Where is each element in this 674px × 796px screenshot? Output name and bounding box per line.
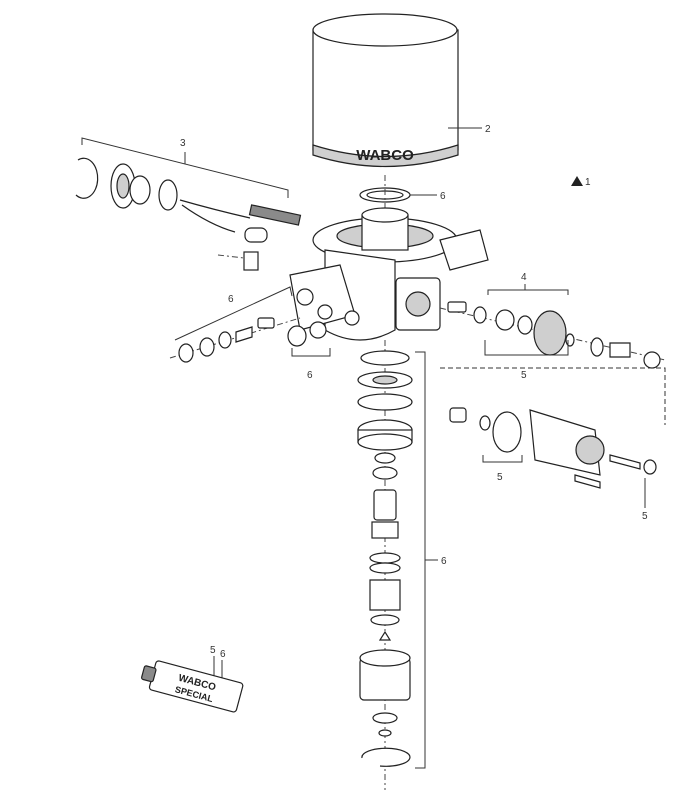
label-repair-kit-mid: 5 [497,472,503,483]
label-valve-kit: 4 [521,272,527,283]
small-spring-kit [287,321,327,347]
label-left-small: 6 [307,370,313,381]
label-repair-kit-bottom: 5 [642,511,648,522]
cartridge-brand: WABCO [356,147,414,164]
label-tube-5: 5 [210,645,216,656]
label-marker: 1 [585,177,591,188]
label-heater-kit: 3 [180,138,186,149]
label-tube-6: 6 [220,649,226,660]
grease-tube: WABCO SPECIAL [141,660,244,713]
left-valve-kit [178,317,275,363]
heater-kit [75,157,302,243]
dryer-housing [289,207,489,341]
label-seal-top: 6 [440,191,446,202]
heater-plug [217,251,259,271]
label-cartridge: 2 [485,124,491,135]
label-repair-kit-right: 5 [521,370,527,381]
cover-assembly [449,407,657,489]
column-parts [357,350,413,767]
desiccant-cartridge: WABCO [312,13,459,168]
triangle-icon [571,176,583,186]
valve-kit [447,301,575,356]
label-column-kit: 6 [441,556,447,567]
label-left-kit: 6 [228,294,234,305]
spring-and-washer [590,337,661,369]
